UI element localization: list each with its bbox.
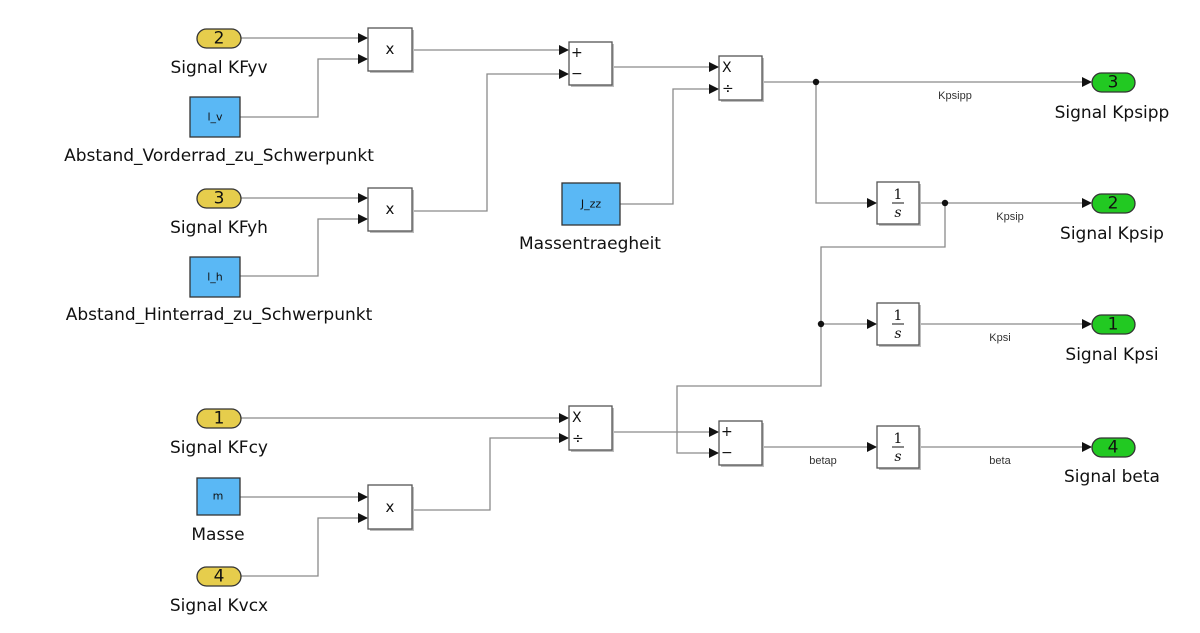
- outport-2[interactable]: 2 Signal Kpsip: [1060, 193, 1164, 245]
- outport-label: Signal Kpsipp: [1055, 103, 1170, 123]
- inport-number: 4: [214, 567, 225, 587]
- product-symbol: x: [386, 498, 395, 516]
- signal-label-betap: betap: [809, 455, 837, 467]
- sum-block-1[interactable]: + −: [568, 41, 614, 87]
- integrator-block-2[interactable]: 1 s: [876, 302, 921, 347]
- integrator-numerator: 1: [894, 308, 903, 324]
- constant-value: J_zz: [580, 198, 602, 211]
- inport-label: Signal Kvcx: [170, 596, 268, 616]
- wire-kvcx[interactable]: [241, 513, 368, 577]
- branch-point-kpsipp: [812, 78, 820, 86]
- wire-jzz[interactable]: [620, 84, 719, 205]
- constant-label: Abstand_Hinterrad_zu_Schwerpunkt: [66, 305, 373, 325]
- signal-label-kpsi: Kpsi: [989, 332, 1010, 344]
- minus-sign: −: [721, 445, 733, 461]
- outport-label: Signal Kpsip: [1060, 224, 1164, 244]
- wire-kpsip-branch[interactable]: [676, 203, 946, 458]
- signal-label-kpsipp: Kpsipp: [938, 90, 972, 102]
- inport-label: Signal KFyv: [170, 58, 267, 78]
- signal-label-kpsip: Kpsip: [996, 211, 1024, 223]
- integrator-denominator: s: [894, 449, 901, 465]
- plus-sign: +: [571, 45, 583, 61]
- product-block-3[interactable]: x: [367, 484, 414, 531]
- multiply-sign: X: [572, 410, 582, 426]
- divide-sign: ÷: [722, 81, 734, 97]
- sum-block-2[interactable]: + −: [718, 420, 764, 467]
- constant-value: m: [213, 490, 224, 503]
- constant-label: Abstand_Vorderrad_zu_Schwerpunkt: [64, 146, 374, 166]
- inport-3[interactable]: 3 Signal KFyh: [170, 188, 268, 239]
- inport-1[interactable]: 1 Signal KFcy: [170, 408, 268, 459]
- constant-label: Masse: [191, 525, 244, 545]
- constant-lh[interactable]: l_h Abstand_Hinterrad_zu_Schwerpunkt: [66, 256, 373, 325]
- multiply-sign: X: [722, 60, 732, 76]
- wire-product3-out[interactable]: [412, 433, 569, 511]
- integrator-block-1[interactable]: 1 s: [876, 181, 921, 226]
- inport-4[interactable]: 4 Signal Kvcx: [170, 566, 268, 617]
- integrator-block-3[interactable]: 1 s: [876, 425, 921, 470]
- product-symbol: x: [386, 200, 395, 218]
- inport-number: 1: [214, 409, 225, 429]
- outport-number: 3: [1108, 73, 1119, 93]
- outport-number: 4: [1108, 438, 1119, 458]
- outport-label: Signal Kpsi: [1065, 345, 1158, 365]
- constant-m[interactable]: m Masse: [191, 477, 245, 545]
- constant-jzz[interactable]: J_zz Massentraegheit: [519, 182, 661, 254]
- constant-value: l_v: [207, 111, 223, 124]
- inport-number: 3: [214, 189, 225, 209]
- outport-number: 2: [1108, 194, 1119, 214]
- inport-label: Signal KFyh: [170, 218, 268, 238]
- divide-sign: ÷: [572, 431, 584, 447]
- branch-point-kpsip-2: [817, 320, 825, 328]
- wire-product2-out[interactable]: [412, 69, 569, 212]
- outport-number: 1: [1108, 315, 1119, 335]
- branch-point-kpsip: [941, 199, 949, 207]
- integrator-denominator: s: [894, 326, 901, 342]
- constant-lv[interactable]: l_v Abstand_Vorderrad_zu_Schwerpunkt: [64, 96, 374, 166]
- outport-1[interactable]: 1 Signal Kpsi: [1065, 314, 1159, 366]
- product-symbol: x: [386, 40, 395, 58]
- plus-sign: +: [721, 424, 733, 440]
- wire-lv[interactable]: [240, 54, 368, 118]
- minus-sign: −: [571, 66, 583, 82]
- wire-lh[interactable]: [240, 214, 368, 277]
- signal-label-beta: beta: [989, 455, 1011, 467]
- constant-value: l_h: [207, 271, 223, 284]
- outport-label: Signal beta: [1064, 467, 1160, 487]
- product-block-2[interactable]: x: [367, 187, 414, 233]
- constant-label: Massentraegheit: [519, 234, 661, 254]
- integrator-numerator: 1: [894, 187, 903, 203]
- integrator-numerator: 1: [894, 431, 903, 447]
- integrator-denominator: s: [894, 205, 901, 221]
- wire-kpsipp-branch[interactable]: [815, 82, 877, 208]
- product-block-1[interactable]: x: [367, 27, 414, 73]
- divide-block-1[interactable]: X ÷: [718, 55, 764, 102]
- divide-block-2[interactable]: X ÷: [568, 405, 614, 452]
- outport-3[interactable]: 3 Signal Kpsipp: [1055, 72, 1170, 124]
- inport-label: Signal KFcy: [170, 438, 268, 458]
- outport-4[interactable]: 4 Signal beta: [1064, 437, 1160, 488]
- inport-2[interactable]: 2 Signal KFyv: [170, 28, 268, 79]
- inport-number: 2: [214, 29, 225, 49]
